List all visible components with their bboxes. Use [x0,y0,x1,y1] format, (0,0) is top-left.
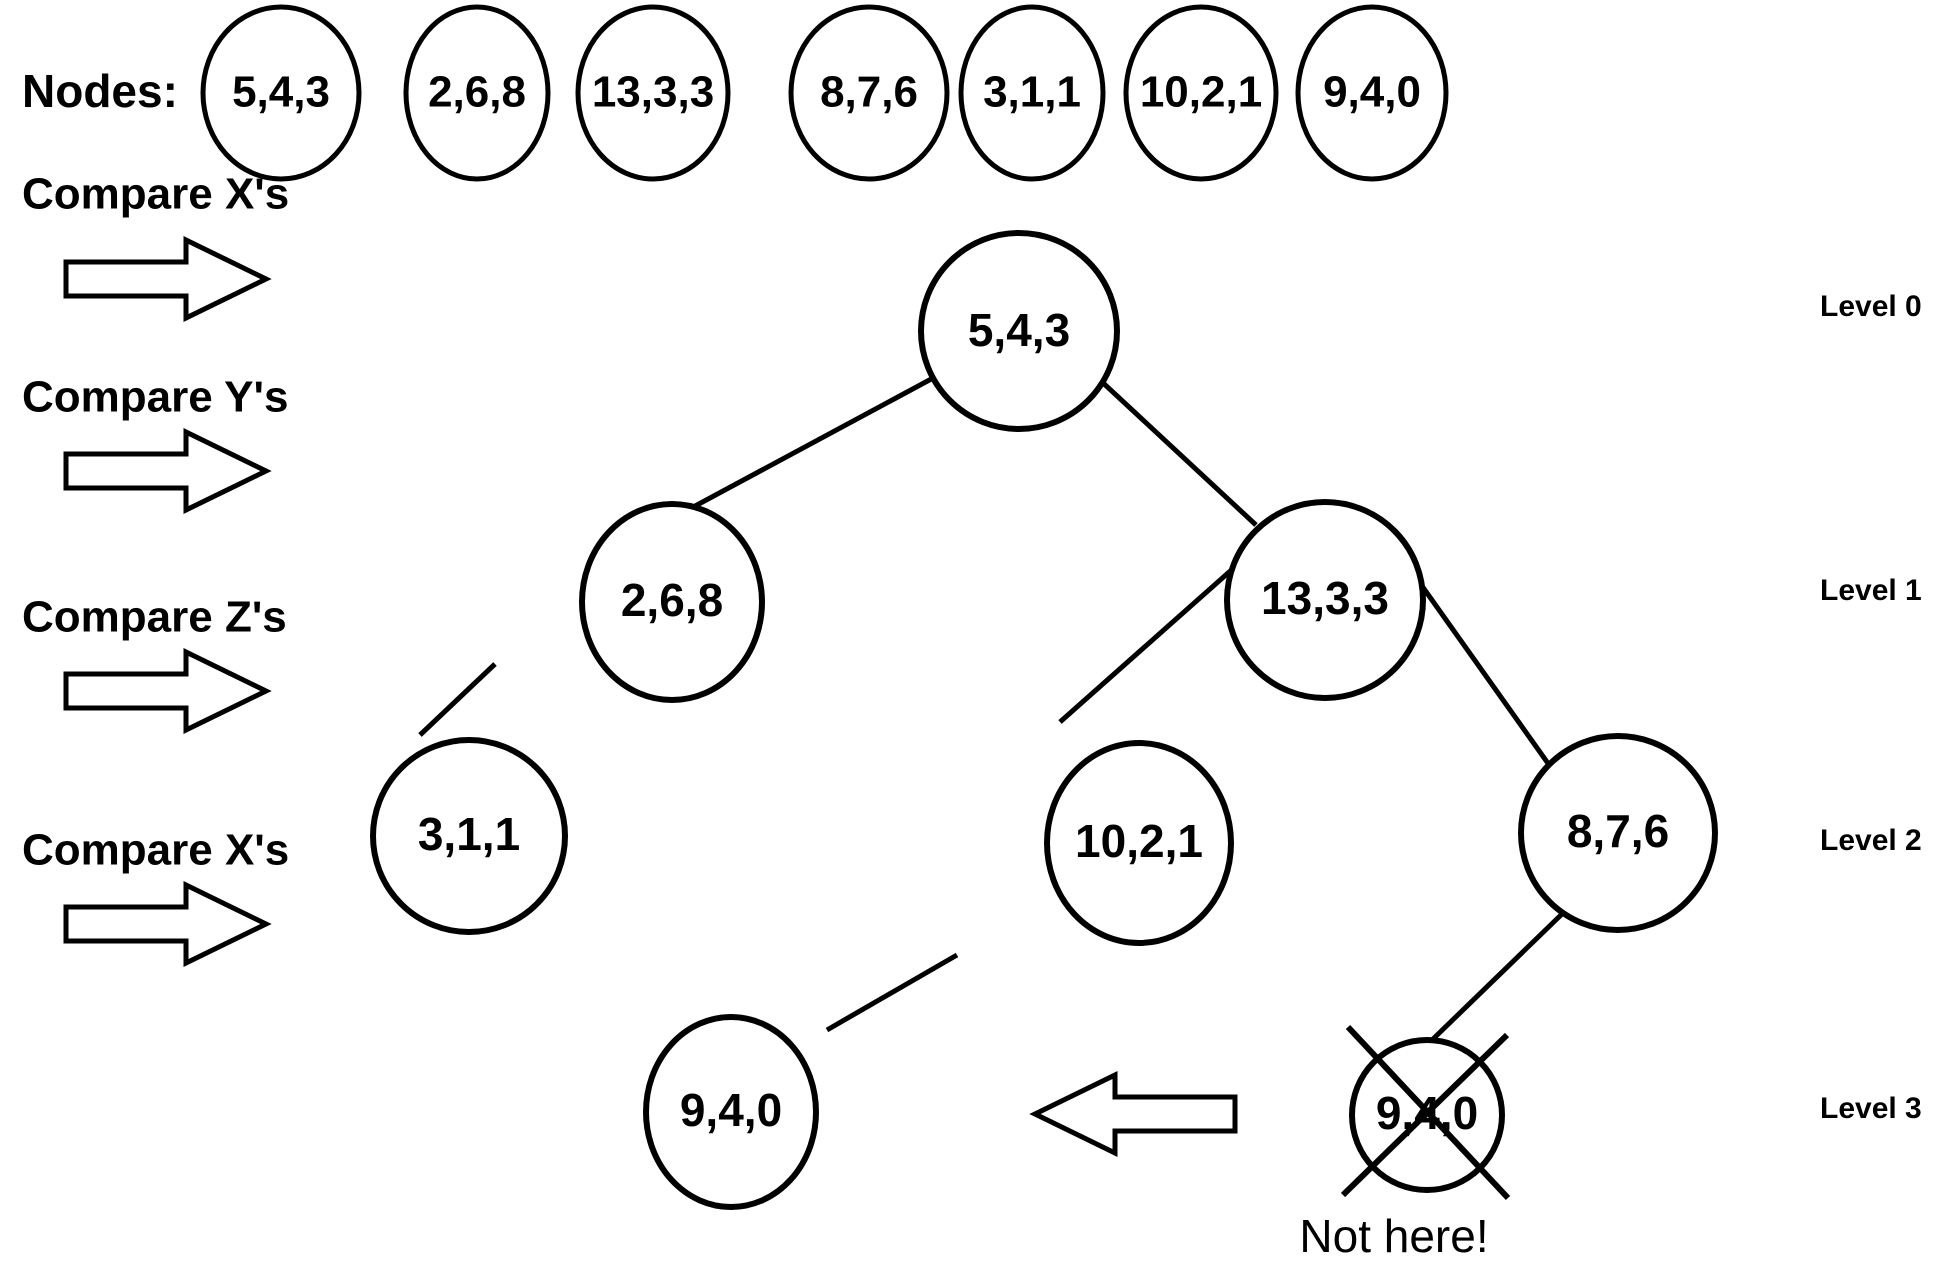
right-arrow-icon [66,240,266,318]
pool-node-3[interactable]: 8,7,6 [788,4,950,182]
tree-node-l3-left[interactable]: 9,4,0 [643,1014,819,1210]
compare-step-1-label: Compare Y's [22,373,288,422]
edge-l1-right-to-l2-mid [1058,548,1256,724]
nodes-row-label: Nodes: [22,65,178,117]
tree-node-root-label: 5,4,3 [968,304,1070,356]
pool-node-0-label: 5,4,3 [232,68,330,117]
tree-node-l2-right-label: 8,7,6 [1567,805,1669,857]
level-2-label: Level 2 [1820,824,1922,857]
compare-step-3: Compare X's [22,826,289,963]
pool-node-6-label: 9,4,0 [1323,68,1421,117]
pool-node-4-label: 3,1,1 [983,68,1081,117]
compare-step-1: Compare Y's [22,373,288,510]
move-left-arrow-icon [1035,1075,1235,1153]
pool-node-4[interactable]: 3,1,1 [958,4,1106,182]
compare-step-0-label: Compare X's [22,170,289,219]
pool-node-5-label: 10,2,1 [1140,68,1262,117]
edge-l1-left-to-l2-left [418,662,497,737]
edge-root-to-l1-right [1085,366,1258,527]
edge-l2-right-to-l3-right [1430,912,1564,1042]
nodes-pool: 5,4,3 2,6,8 13,3,3 8,7,6 3,1,1 10,2,1 [200,4,1449,182]
pool-node-1-label: 2,6,8 [428,68,526,117]
pool-node-6[interactable]: 9,4,0 [1295,4,1449,182]
tree-node-l2-left-label: 3,1,1 [418,808,520,860]
pool-node-0[interactable]: 5,4,3 [200,4,362,182]
level-1-label: Level 1 [1820,574,1922,607]
tree-node-l1-right[interactable]: 13,3,3 [1224,499,1426,701]
edge-l2-mid-to-l3-left [825,952,959,1033]
not-here-label: Not here! [1299,1210,1488,1262]
tree-node-l1-left-label: 2,6,8 [621,574,723,626]
tree-node-l3-right[interactable]: 9,4,0 [1340,1024,1511,1201]
pool-node-3-label: 8,7,6 [820,68,918,117]
tree-node-l3-left-label: 9,4,0 [680,1084,782,1136]
pool-node-1[interactable]: 2,6,8 [403,4,551,182]
level-3-label: Level 3 [1820,1092,1922,1125]
compare-step-2-label: Compare Z's [22,593,287,642]
compare-step-0: Compare X's [22,170,289,318]
tree-node-root[interactable]: 5,4,3 [918,230,1120,432]
right-arrow-icon [66,885,266,963]
pool-node-5[interactable]: 10,2,1 [1123,4,1279,182]
tree-node-l2-mid-label: 10,2,1 [1075,815,1203,867]
cross-out-icon [1340,1024,1511,1201]
pool-node-2[interactable]: 13,3,3 [575,4,731,182]
level-0-label: Level 0 [1820,290,1922,323]
compare-step-3-label: Compare X's [22,826,289,875]
right-arrow-icon [66,652,266,730]
tree-node-l2-left[interactable]: 3,1,1 [370,737,568,935]
tree-node-l2-right[interactable]: 8,7,6 [1518,733,1718,933]
right-arrow-icon [66,432,266,510]
tree-node-l1-left[interactable]: 2,6,8 [579,501,765,703]
compare-step-2: Compare Z's [22,593,287,730]
tree-edges [418,366,1564,1042]
pool-node-2-label: 13,3,3 [592,68,714,117]
tree-node-l2-mid[interactable]: 10,2,1 [1044,740,1234,946]
tree-node-l1-right-label: 13,3,3 [1261,572,1389,624]
